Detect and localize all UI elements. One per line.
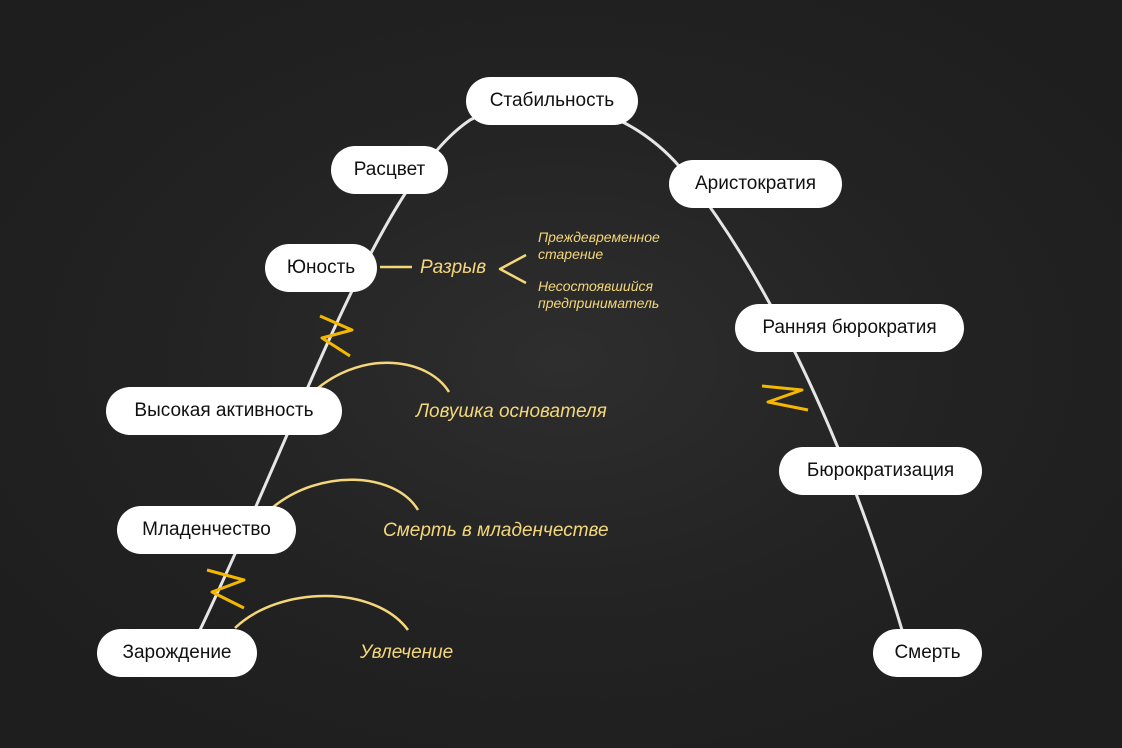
lightning-zigzag-icon (206, 568, 246, 610)
stage-bureaucracy: Бюрократизация (779, 447, 982, 495)
founder-trap-arc (317, 361, 451, 393)
branch-chevron-icon (498, 253, 527, 285)
stage-prime: Расцвет (331, 146, 448, 194)
lightning-zigzag-icon (319, 314, 354, 358)
stage-go-go: Высокая активность (106, 387, 342, 435)
trap-infant-mortality: Смерть в младенчестве (383, 520, 609, 541)
trap-premature-aging: Преждевременное старение (538, 229, 660, 262)
trap-unfulfilled-entrepreneur: Несостоявшийся предприниматель (538, 278, 660, 311)
affair-arc (234, 594, 410, 631)
stage-stability: Стабильность (466, 77, 638, 125)
stage-infancy: Младенчество (117, 506, 296, 554)
stage-early-bureaucracy: Ранняя бюрократия (735, 304, 964, 352)
stage-death: Смерть (873, 629, 982, 677)
infant-mortality-arc (271, 478, 420, 511)
stage-courtship: Зарождение (97, 629, 257, 677)
stage-adolescence: Юность (265, 244, 377, 292)
trap-divorce: Разрыв (420, 257, 487, 278)
stage-aristocracy: Аристократия (669, 160, 842, 208)
lightning-zigzag-icon (761, 384, 809, 412)
trap-founder: Ловушка основателя (416, 401, 607, 422)
trap-affair: Увлечение (360, 642, 454, 663)
